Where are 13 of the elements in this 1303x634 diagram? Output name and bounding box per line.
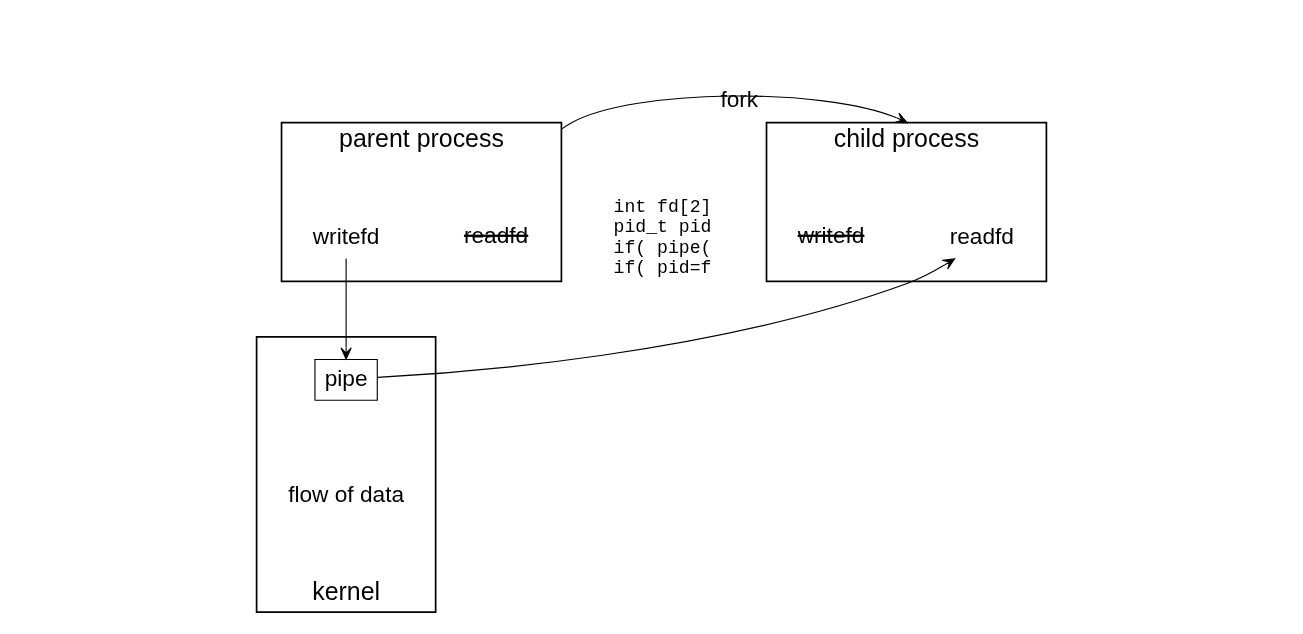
label: if( pipe( bbox=[613, 237, 712, 258]
label: pid_t pid bbox=[613, 217, 712, 238]
label: if( pid=f bbox=[613, 258, 712, 279]
arrow bbox=[376, 258, 956, 378]
node-text: readfd bbox=[949, 222, 1014, 249]
node-text: writefd bbox=[797, 221, 865, 248]
arrow bbox=[340, 258, 352, 360]
arrow bbox=[560, 95, 908, 130]
label: int fd[2] bbox=[613, 196, 712, 217]
node-text: readfd bbox=[463, 221, 529, 248]
label: flow of data bbox=[288, 481, 405, 508]
node-text: writefd bbox=[312, 222, 380, 249]
node-box: pipe bbox=[314, 358, 378, 401]
